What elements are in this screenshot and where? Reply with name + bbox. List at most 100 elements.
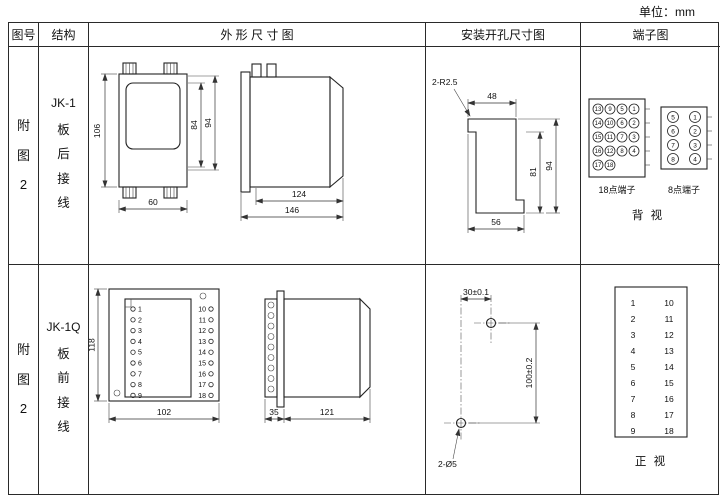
terminal-number: 4	[693, 156, 697, 163]
terminal-circle	[130, 306, 136, 312]
terminal-number: 14	[595, 121, 602, 127]
terminal-number: 12	[664, 330, 674, 340]
terminal-number: 10	[607, 121, 614, 127]
terminal-number: 9	[631, 426, 636, 436]
terminal-number: 3	[138, 328, 142, 335]
terminal-number: 1	[693, 114, 697, 121]
dim-outer-height: 94	[203, 118, 213, 128]
terminal-number: 9	[608, 107, 612, 113]
terminal-number: 7	[620, 135, 624, 141]
model-name: JK-1	[51, 95, 76, 110]
outline-drawing-jk1: 106 84 94 60	[91, 62, 344, 221]
terminal-number: 5	[671, 114, 675, 121]
dim-hole-diameter: 2-Ø5	[438, 459, 457, 469]
terminal-circle	[130, 317, 136, 323]
terminal-number: 5	[620, 107, 624, 113]
terminal-number: 13	[664, 346, 674, 356]
terminal-circle	[208, 306, 214, 312]
row2-fig-no: 附图2	[9, 265, 39, 494]
mounting-drawing-jk1: 2-R2.5 48 81 94 56	[431, 76, 560, 233]
dim-top-width: 48	[487, 91, 497, 101]
terminal-number: 16	[198, 371, 206, 378]
terminal-circle	[604, 103, 616, 115]
terminal-circle	[208, 317, 214, 323]
terminal-number: 2	[693, 128, 697, 135]
wiring-type: 板后接线	[57, 122, 70, 210]
terminal-number: 10	[198, 307, 206, 314]
terminal-circle	[604, 117, 616, 129]
terminal-number: 2	[138, 317, 142, 324]
front-view: 106 84 94 60	[91, 62, 219, 213]
header-terminal-label: 端子图	[632, 28, 669, 42]
header-fig-no-label: 图号	[11, 28, 36, 42]
terminal-number: 16	[595, 149, 602, 155]
terminal-circle	[616, 103, 628, 115]
header-mounting: 安装开孔尺寸图	[426, 23, 581, 47]
terminal-circle	[667, 125, 679, 137]
terminal-number: 9	[138, 393, 142, 400]
terminal-number: 8	[620, 149, 624, 155]
terminal-number: 15	[198, 361, 206, 368]
terminal-number: 6	[631, 378, 636, 388]
terminal-circle	[208, 371, 214, 377]
terminal-8-label: 8点端子	[668, 184, 700, 195]
dim-corner-radius: 2-R2.5	[432, 77, 458, 87]
terminal-circle	[130, 349, 136, 355]
terminal-number: 4	[631, 346, 636, 356]
header-structure-label: 结构	[51, 28, 76, 42]
terminal-number: 6	[671, 128, 675, 135]
terminal-circle	[604, 131, 616, 143]
terminal-circle	[628, 103, 640, 115]
side-view: 35 121	[264, 290, 371, 423]
dim-front-height: 118	[89, 338, 97, 352]
dim-cutout-outer-height: 94	[544, 161, 554, 171]
terminal-circle	[592, 103, 604, 115]
terminal-circle	[667, 111, 679, 123]
row1-fig-no: 附图2	[9, 47, 39, 265]
terminal-number: 11	[199, 317, 206, 324]
terminal-number: 18	[664, 426, 674, 436]
terminal-number: 14	[664, 362, 674, 372]
dim-hole-spacing-v: 100±0.2	[524, 357, 534, 388]
terminal-circle	[208, 338, 214, 345]
terminal-number: 11	[665, 314, 674, 324]
terminal-circle	[592, 131, 604, 143]
dim-hole-spacing-h: 30±0.1	[463, 287, 489, 297]
terminal-number: 18	[198, 393, 206, 400]
dim-cutout-inner-height: 81	[528, 167, 538, 177]
terminal-number: 2	[631, 314, 636, 324]
header-outline-label: 外 形 尺 寸 图	[220, 28, 294, 42]
terminal-number: 15	[595, 135, 602, 141]
terminal-number: 7	[631, 394, 636, 404]
terminal-circle	[604, 159, 616, 171]
page: 单位：mm 图号 结构 外 形 尺 寸 图 安装开孔尺寸图 端子图 附图2 JK…	[8, 0, 720, 495]
terminal-number: 16	[664, 394, 674, 404]
terminal-number: 7	[671, 142, 675, 149]
terminal-circle	[130, 360, 136, 366]
terminal-circle	[616, 131, 628, 143]
terminal-number: 17	[595, 163, 602, 169]
terminal-number: 11	[607, 135, 614, 141]
terminal-circle	[689, 153, 701, 165]
terminal-number: 1	[631, 298, 636, 308]
terminal-18-label: 18点端子	[598, 184, 635, 195]
terminal-number: 12	[198, 328, 206, 335]
terminal-circle	[208, 360, 214, 366]
terminal-circle	[130, 382, 136, 388]
terminal-number: 3	[631, 330, 636, 340]
terminal-circle	[592, 159, 604, 171]
row2-structure: JK-1Q 板前接线	[39, 265, 89, 494]
dim-body-length: 124	[292, 189, 306, 199]
terminal-number: 3	[632, 135, 636, 141]
terminal-circle	[130, 371, 136, 377]
terminal-number: 3	[693, 142, 697, 149]
terminal-circle	[667, 153, 679, 165]
